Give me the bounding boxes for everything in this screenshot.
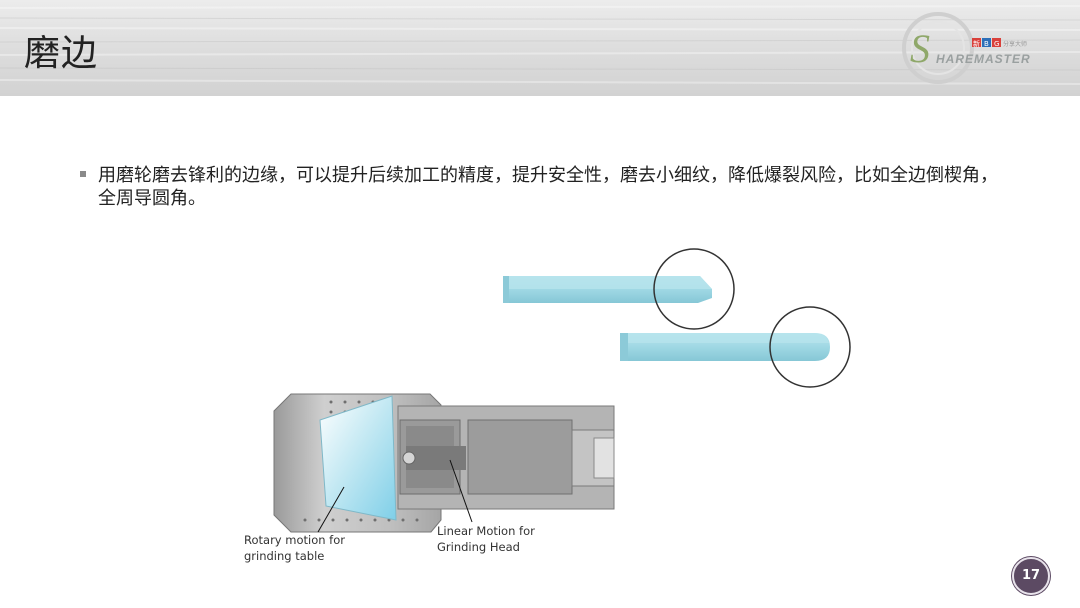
logo-letter: S <box>910 26 930 71</box>
logo-badge-3: G <box>994 40 999 48</box>
header-banner: 磨边 S HAREMASTER 新 B G 分享大师 <box>0 0 1080 96</box>
sharemaster-logo: S HAREMASTER 新 B G 分享大师 <box>902 12 1031 84</box>
header-texture <box>0 5 1080 85</box>
page-number-badge: 17 <box>1012 557 1050 595</box>
bullet-text: 用磨轮磨去锋利的边缘，可以提升后续加工的精度，提升安全性，磨去小细纹，降低爆裂风… <box>98 165 998 209</box>
logo-small-text: 分享大师 <box>1003 40 1027 48</box>
bullet-item: 用磨轮磨去锋利的边缘，可以提升后续加工的精度，提升安全性，磨去小细纹，降低爆裂风… <box>80 164 1010 210</box>
detail-circle-chamfer <box>653 248 735 330</box>
glass-bar-rounded <box>620 333 830 361</box>
grinding-machine <box>273 393 615 533</box>
label-rotary-motion: Rotary motion for grinding table <box>244 533 345 563</box>
logo-badge-2: B <box>984 40 989 48</box>
detail-circle-round <box>769 306 851 388</box>
slide-title: 磨边 <box>24 33 99 74</box>
bullet-marker <box>80 171 86 177</box>
label-linear-motion: Linear Motion for Grinding Head <box>437 524 535 554</box>
glass-bar-chamfered <box>503 276 712 303</box>
logo-text: HAREMASTER <box>936 52 1031 66</box>
logo-badge-1: 新 <box>973 39 980 48</box>
